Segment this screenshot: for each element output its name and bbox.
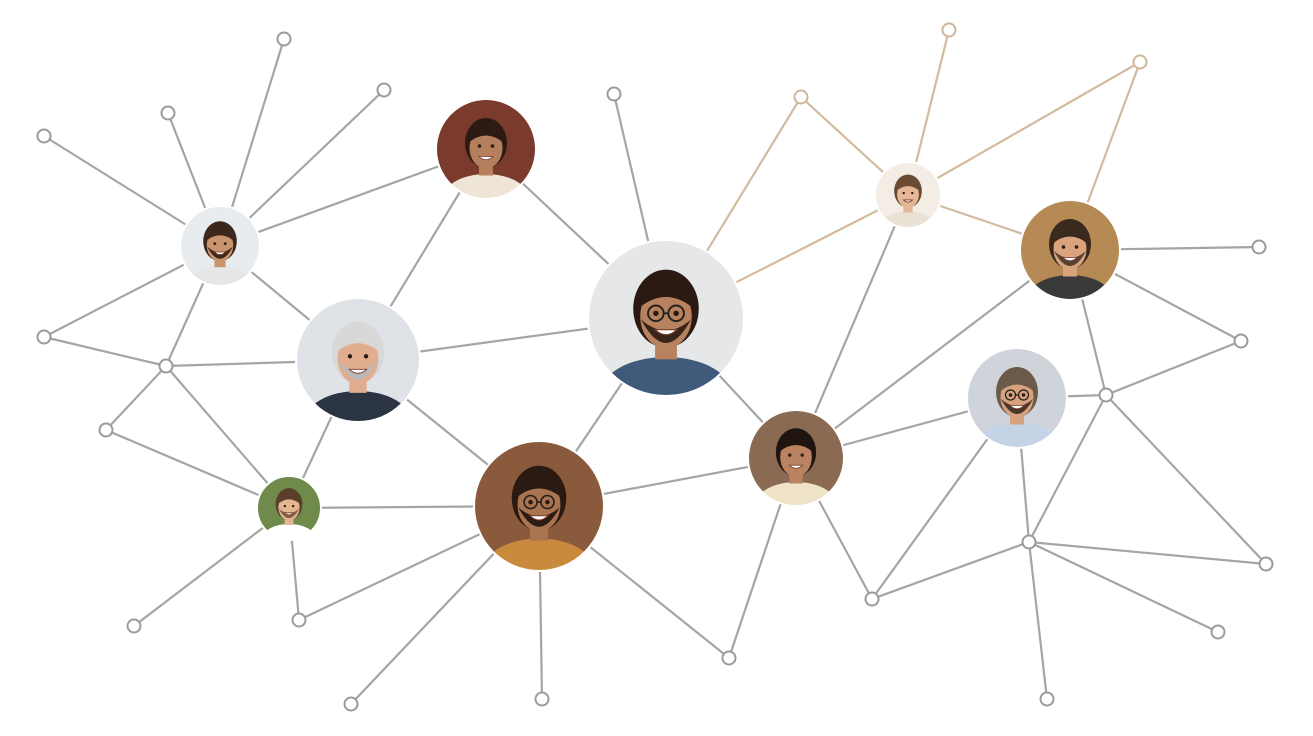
network-node-icon — [1039, 691, 1055, 707]
network-node-icon — [864, 591, 880, 607]
network-node-icon — [158, 358, 174, 374]
network-node-icon — [98, 422, 114, 438]
people-avatars — [179, 98, 1121, 572]
connection-line — [1027, 540, 1268, 566]
person-avatar-icon — [435, 98, 537, 200]
person-avatar-icon — [874, 161, 942, 229]
network-node-icon — [1132, 54, 1148, 70]
network-node-icon — [1258, 556, 1274, 572]
network-node-icon — [1210, 624, 1226, 640]
connection-line — [1027, 540, 1049, 701]
person-avatar-icon — [1019, 199, 1121, 301]
connection-line — [104, 364, 168, 432]
network-node-icon — [1021, 534, 1037, 550]
connection-line — [906, 60, 1142, 197]
network-node-icon — [1098, 387, 1114, 403]
connection-line — [1027, 540, 1220, 634]
network-node-icon — [160, 105, 176, 121]
network-node-icon — [291, 612, 307, 628]
person-avatar-icon — [966, 347, 1068, 449]
connection-line — [42, 335, 168, 368]
person-avatar-icon — [179, 205, 261, 287]
connection-line — [1104, 339, 1243, 397]
network-node-icon — [1251, 239, 1267, 255]
network-node-icon — [793, 89, 809, 105]
network-node-icon — [721, 650, 737, 666]
network-node-icon — [343, 696, 359, 712]
network-node-icon — [1233, 333, 1249, 349]
connection-line — [1104, 393, 1268, 566]
connection-line — [794, 248, 1072, 460]
network-node-icon — [606, 86, 622, 102]
person-avatar-icon — [295, 297, 421, 423]
network-node-icon — [376, 82, 392, 98]
network-nodes — [36, 22, 1274, 712]
connection-line — [1027, 393, 1108, 544]
network-node-icon — [126, 618, 142, 634]
network-node-icon — [36, 128, 52, 144]
person-avatar-icon — [473, 440, 605, 572]
person-avatar-icon — [587, 239, 745, 397]
network-node-icon — [941, 22, 957, 38]
connection-line — [104, 428, 291, 510]
person-avatar-icon — [256, 475, 322, 541]
connection-line — [870, 540, 1031, 601]
network-node-icon — [534, 691, 550, 707]
network-node-icon — [36, 329, 52, 345]
network-node-icon — [276, 31, 292, 47]
person-avatar-icon — [747, 409, 845, 507]
